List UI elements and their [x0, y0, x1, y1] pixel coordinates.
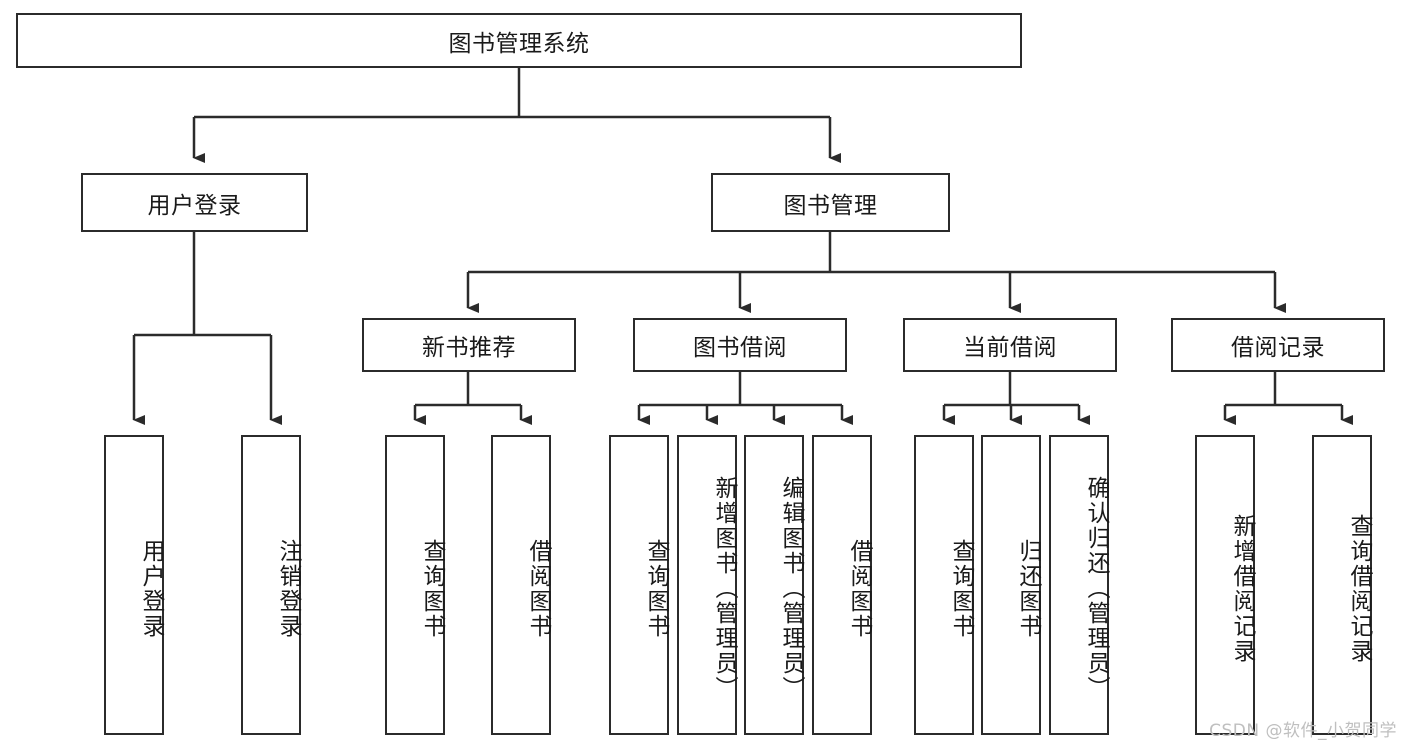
leaf-user-login-label: 用户登录 — [138, 539, 164, 639]
node-new-book-recommend-label: 新书推荐 — [422, 335, 516, 361]
leaf-edit-book-label: 编辑图书（管理员） — [778, 475, 804, 701]
leaf-borrow-book-2[interactable]: 借阅图书 — [812, 435, 872, 735]
leaf-borrow-book-2-label: 借阅图书 — [846, 539, 872, 639]
node-user-login-label: 用户登录 — [147, 192, 242, 219]
leaf-return-book[interactable]: 归还图书 — [981, 435, 1041, 735]
node-book-borrow-label: 图书借阅 — [693, 335, 787, 361]
node-root-label: 图书管理系统 — [448, 30, 590, 57]
leaf-confirm-return[interactable]: 确认归还（管理员） — [1049, 435, 1109, 735]
node-book-manage-label: 图书管理 — [783, 192, 878, 219]
node-user-login[interactable]: 用户登录 — [81, 173, 308, 232]
leaf-return-book-label: 归还图书 — [1015, 539, 1041, 639]
leaf-add-record-label: 新增借阅记录 — [1229, 514, 1255, 664]
leaf-query-book-3[interactable]: 查询图书 — [914, 435, 974, 735]
node-root[interactable]: 图书管理系统 — [16, 13, 1022, 68]
leaf-query-book-2[interactable]: 查询图书 — [609, 435, 669, 735]
leaf-add-book-label: 新增图书（管理员） — [711, 475, 737, 701]
csdn-watermark: CSDN @软件_小贺同学 — [1209, 721, 1397, 741]
leaf-edit-book[interactable]: 编辑图书（管理员） — [744, 435, 804, 735]
node-current-borrow-label: 当前借阅 — [963, 335, 1057, 361]
leaf-confirm-return-label: 确认归还（管理员） — [1083, 475, 1109, 701]
node-book-manage[interactable]: 图书管理 — [711, 173, 950, 232]
leaf-query-book-1[interactable]: 查询图书 — [385, 435, 445, 735]
leaf-query-record[interactable]: 查询借阅记录 — [1312, 435, 1372, 735]
leaf-logout-login-label: 注销登录 — [275, 539, 301, 639]
leaf-logout-login[interactable]: 注销登录 — [241, 435, 301, 735]
leaf-query-book-1-label: 查询图书 — [419, 539, 445, 639]
node-new-book-recommend[interactable]: 新书推荐 — [362, 318, 576, 372]
node-current-borrow[interactable]: 当前借阅 — [903, 318, 1117, 372]
leaf-query-book-2-label: 查询图书 — [643, 539, 669, 639]
leaf-query-record-label: 查询借阅记录 — [1346, 514, 1372, 664]
leaf-user-login[interactable]: 用户登录 — [104, 435, 164, 735]
leaf-query-book-3-label: 查询图书 — [948, 539, 974, 639]
leaf-add-record[interactable]: 新增借阅记录 — [1195, 435, 1255, 735]
leaf-borrow-book-1-label: 借阅图书 — [525, 539, 551, 639]
node-book-borrow[interactable]: 图书借阅 — [633, 318, 847, 372]
node-borrow-record-label: 借阅记录 — [1231, 335, 1325, 361]
leaf-add-book[interactable]: 新增图书（管理员） — [677, 435, 737, 735]
leaf-borrow-book-1[interactable]: 借阅图书 — [491, 435, 551, 735]
node-borrow-record[interactable]: 借阅记录 — [1171, 318, 1385, 372]
